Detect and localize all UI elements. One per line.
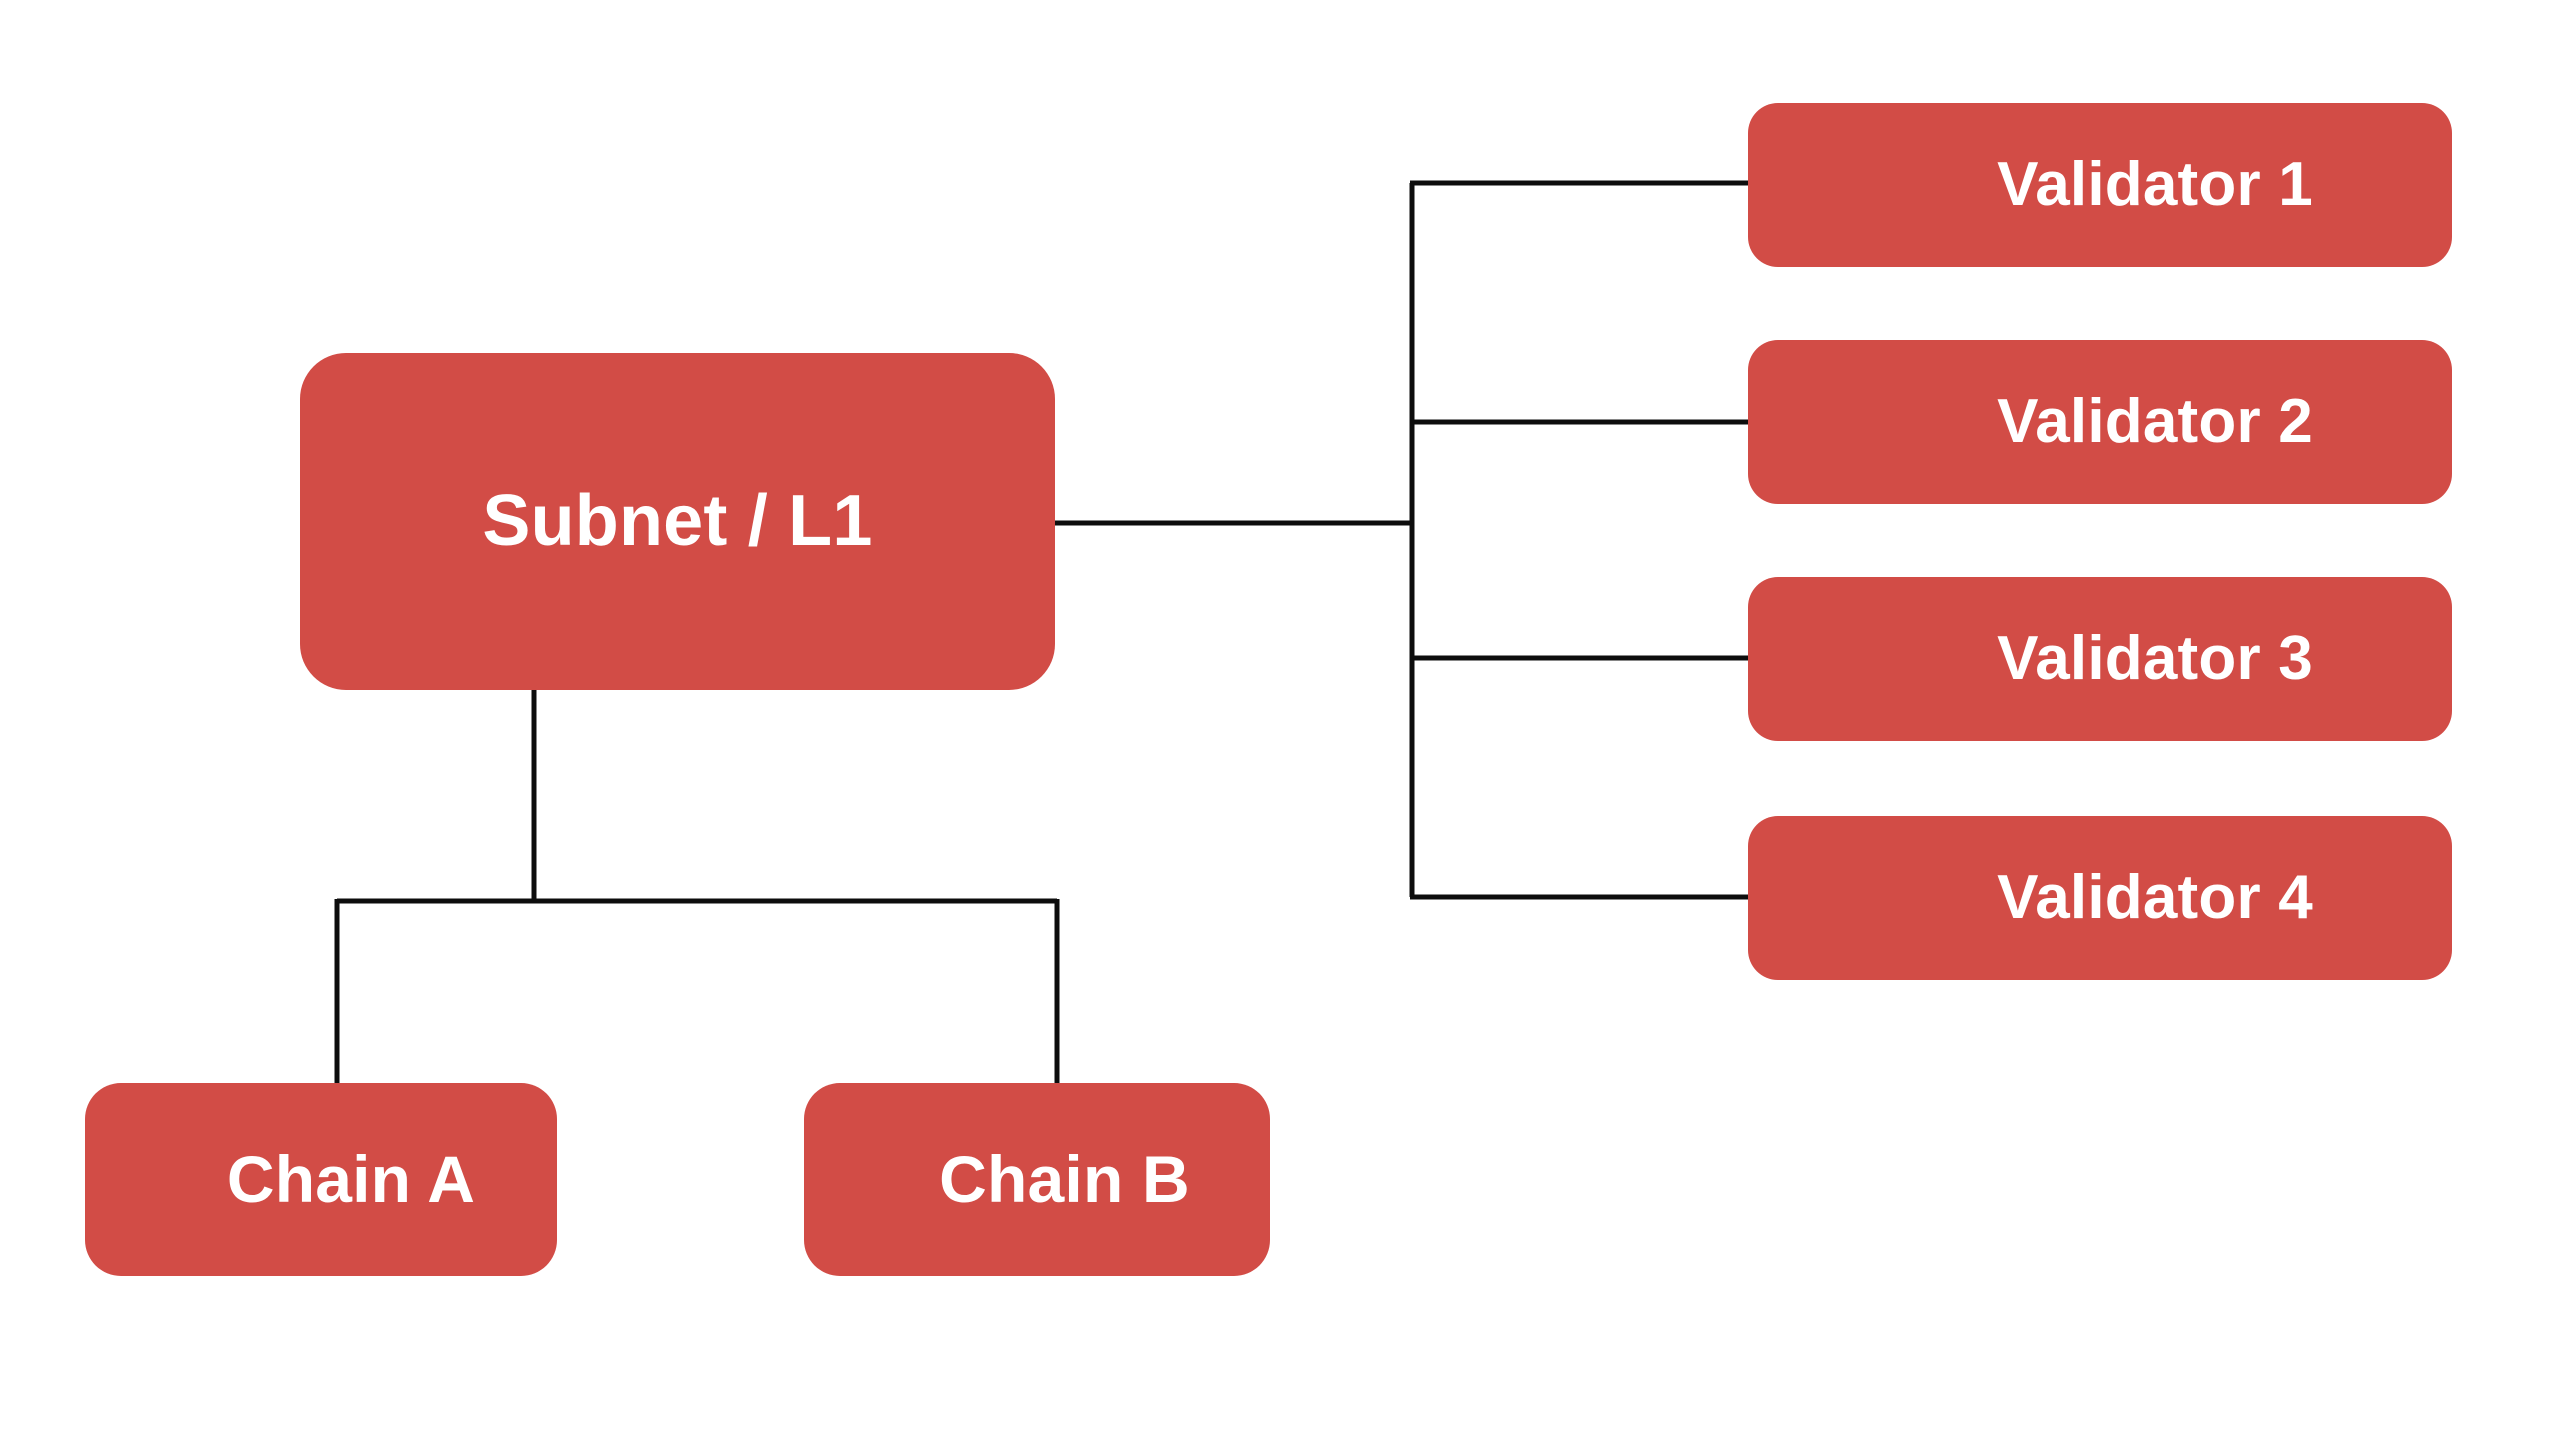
- node-validator-3[interactable]: Validator 3: [1748, 577, 2452, 741]
- node-validator-1[interactable]: Validator 1: [1748, 103, 2452, 267]
- node-validator-2-label: Validator 2: [1997, 387, 2313, 457]
- node-validator-4-label: Validator 4: [1997, 863, 2313, 933]
- node-chain-a[interactable]: Chain A: [85, 1083, 557, 1276]
- node-validator-2[interactable]: Validator 2: [1748, 340, 2452, 504]
- node-subnet-l1[interactable]: Subnet / L1: [300, 353, 1055, 690]
- node-chain-b-label: Chain B: [939, 1141, 1190, 1216]
- node-chain-b[interactable]: Chain B: [804, 1083, 1270, 1276]
- node-subnet-l1-label: Subnet / L1: [482, 480, 873, 561]
- node-validator-3-label: Validator 3: [1997, 624, 2313, 694]
- node-chain-a-label: Chain A: [226, 1141, 476, 1216]
- node-validator-1-label: Validator 1: [1997, 150, 2313, 220]
- node-validator-4[interactable]: Validator 4: [1748, 816, 2452, 980]
